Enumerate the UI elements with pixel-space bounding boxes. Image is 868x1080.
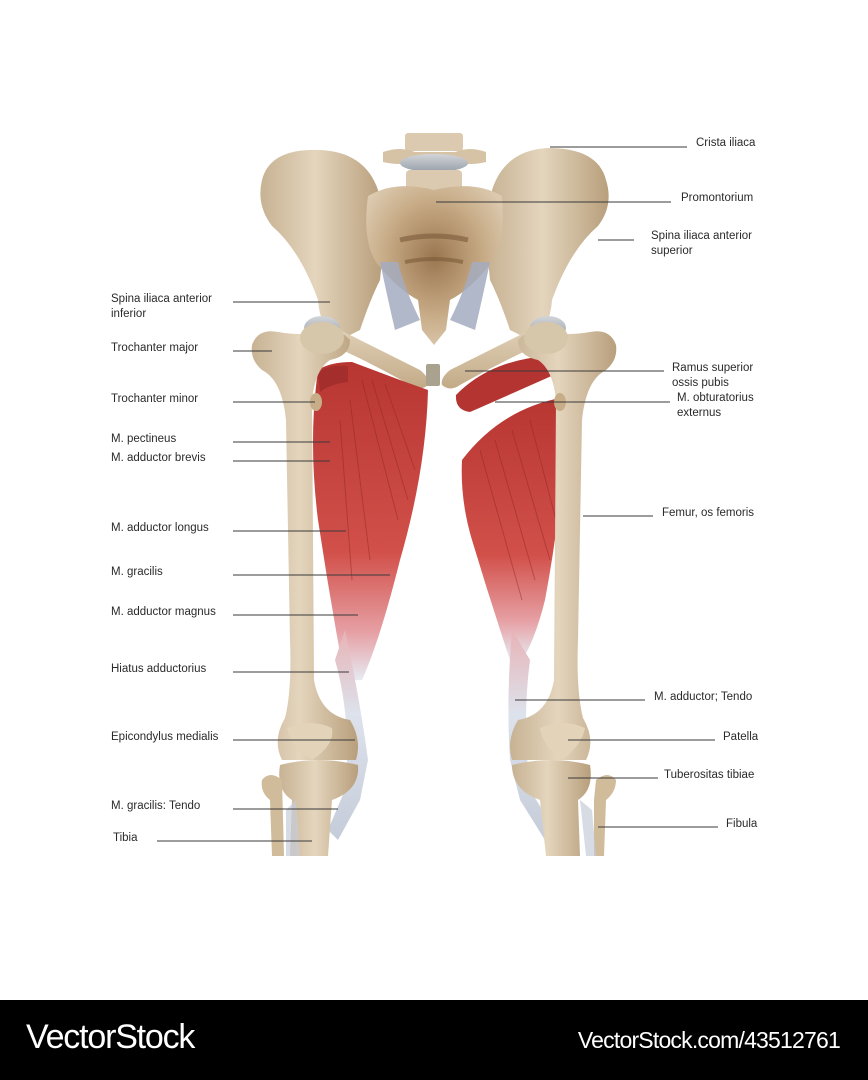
label-fibula: Fibula bbox=[726, 818, 758, 830]
label-m-adductor-magnus: M. adductor magnus bbox=[111, 606, 216, 618]
knee-left bbox=[261, 723, 359, 856]
label-trochanter-major: Trochanter major bbox=[111, 342, 199, 354]
label-trochanter-minor: Trochanter minor bbox=[111, 393, 199, 405]
label-tibia: Tibia bbox=[113, 832, 138, 844]
label-m-gracilis-tendo: M. gracilis: Tendo bbox=[111, 800, 201, 812]
label-m-adductor-longus: M. adductor longus bbox=[111, 522, 209, 534]
lumbar-spine bbox=[383, 133, 486, 209]
label-tuberositas-tibiae: Tuberositas tibiae bbox=[664, 769, 755, 781]
label-spina-iliaca-anterior-inferior: Spina iliaca anterior inferior bbox=[111, 293, 213, 320]
label-spina-iliaca-anterior-superior: Spina iliaca anterior superior bbox=[651, 230, 753, 257]
femur-left bbox=[251, 322, 358, 760]
brand-url: VectorStock.com/43512761 bbox=[577, 1027, 841, 1053]
label-promontorium: Promontorium bbox=[681, 192, 754, 204]
label-m-adductor-tendo: M. adductor; Tendo bbox=[654, 691, 753, 703]
label-hiatus-adductorius: Hiatus adductorius bbox=[111, 663, 207, 675]
pelvis-thigh-illustration bbox=[251, 133, 617, 856]
anatomy-diagram: Spina iliaca anterior inferior Trochante… bbox=[111, 133, 759, 856]
femur-right bbox=[510, 322, 617, 760]
label-m-pectineus: M. pectineus bbox=[111, 433, 177, 445]
label-ramus-superior-ossis-pubis: Ramus superior ossis pubis bbox=[672, 362, 754, 389]
knee-right bbox=[512, 723, 616, 856]
brand-logo: VectorStock bbox=[26, 1018, 195, 1056]
label-patella: Patella bbox=[723, 731, 759, 743]
label-m-obturatorius-externus: M. obturatorius externus bbox=[677, 392, 754, 419]
watermark-footer: VectorStock VectorStock.com/43512761 bbox=[0, 1000, 868, 1080]
label-femur-os-femoris: Femur, os femoris bbox=[662, 507, 755, 519]
adductor-muscles-right bbox=[455, 356, 568, 840]
label-m-gracilis: M. gracilis bbox=[111, 566, 163, 578]
label-crista-iliaca: Crista iliaca bbox=[696, 137, 756, 149]
label-epicondylus-medialis: Epicondylus medialis bbox=[111, 731, 219, 743]
leader-lines bbox=[157, 146, 718, 842]
label-m-adductor-brevis: M. adductor brevis bbox=[111, 452, 206, 464]
